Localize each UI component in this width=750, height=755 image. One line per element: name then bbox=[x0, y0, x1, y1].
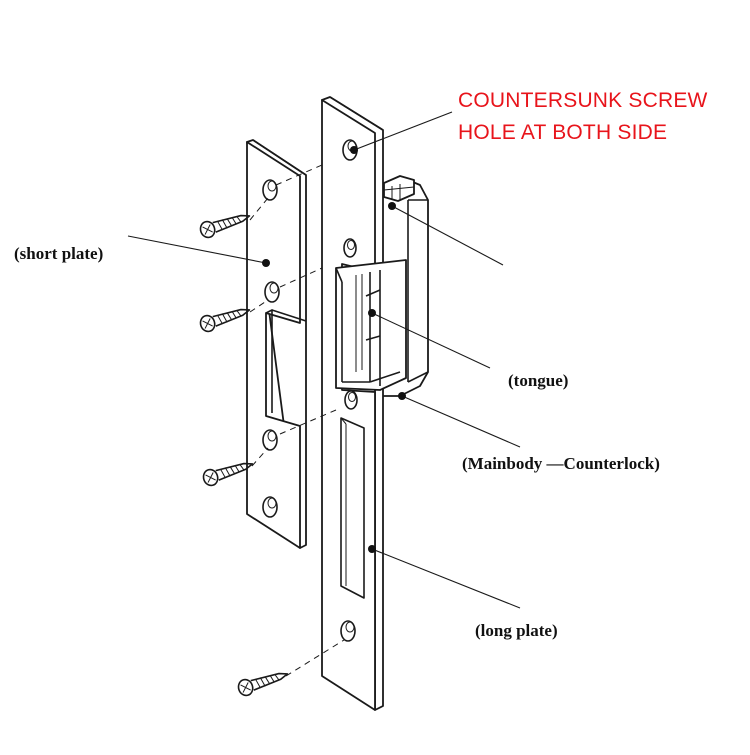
label-long-plate: (long plate) bbox=[475, 621, 558, 640]
leader-lines bbox=[127, 111, 521, 609]
leader-dot bbox=[262, 259, 270, 267]
leader-dot bbox=[398, 392, 406, 400]
label-short-plate: (short plate) bbox=[14, 244, 104, 263]
countersunk-callout-line2: HOLE AT BOTH SIDE bbox=[458, 121, 668, 144]
screw bbox=[202, 462, 254, 487]
leader-dot bbox=[368, 545, 376, 553]
label-tongue: (tongue) bbox=[508, 371, 569, 390]
screw bbox=[199, 308, 251, 333]
screw bbox=[237, 672, 289, 697]
tongue bbox=[365, 289, 381, 341]
alignment-lines bbox=[249, 164, 345, 677]
leader-dot bbox=[388, 202, 396, 210]
label-mainbody-counterlock: (Mainbody —Counterlock) bbox=[462, 454, 660, 473]
short-plate bbox=[246, 139, 307, 549]
leader-dot bbox=[368, 309, 376, 317]
leader-dot bbox=[350, 146, 358, 154]
countersunk-callout-line1: COUNTERSUNK SCREW bbox=[458, 89, 708, 112]
screw bbox=[199, 214, 251, 239]
long-plate bbox=[321, 96, 407, 711]
